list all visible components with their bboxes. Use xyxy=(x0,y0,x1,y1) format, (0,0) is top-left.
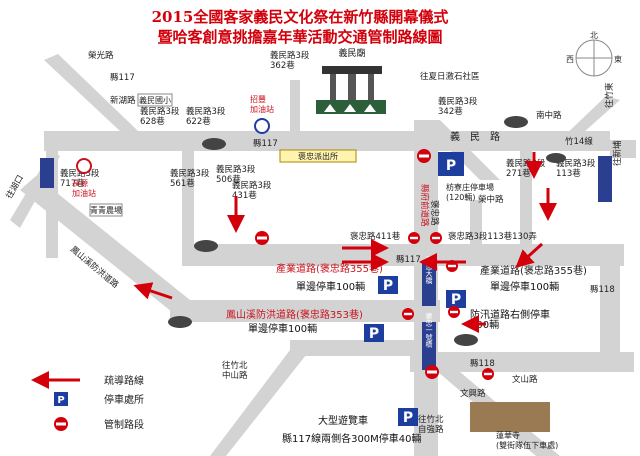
road-mid-stub xyxy=(470,200,482,246)
label-zhudong: 往竹東 xyxy=(604,82,615,108)
svg-text:P: P xyxy=(446,158,456,174)
parking-fengshan: 單邊停車100輛 xyxy=(248,322,317,335)
road-south-diag xyxy=(210,350,310,456)
bridge-baozhong-yihao xyxy=(422,322,436,370)
road-362 xyxy=(290,80,300,131)
bridge-baozhong-yihao-label: 褒忠一號橋 xyxy=(425,312,433,349)
label-zhu14: 竹14線 xyxy=(565,136,593,147)
label-rongguang: 榮光路 xyxy=(88,50,114,61)
place-changyuan: 長源加油站 xyxy=(72,179,96,198)
label-baozhong-vert: 褒忠路 xyxy=(429,200,440,226)
place-qingqing: 青青農場 xyxy=(90,205,122,215)
parking-chanye-e: 單邊停車100輛 xyxy=(490,280,559,293)
compass: 北 西 東 xyxy=(566,31,622,77)
road-nw-diag xyxy=(44,54,138,131)
road-east-stub xyxy=(610,140,636,158)
legend: 疏導路線 P 停車處所 管制路段 xyxy=(31,371,144,431)
temple-roof-icon xyxy=(470,402,550,432)
bridge-baozhong-da xyxy=(422,260,436,306)
place-police-station: 褒忠派出所 xyxy=(298,151,338,161)
title-line1: 2015全國客家義民文化祭在新竹縣開幕儀式 xyxy=(152,8,449,26)
label-xian118-e: 縣118 xyxy=(590,284,615,295)
legend-parking: 停車處所 xyxy=(104,393,144,406)
road-fengshan xyxy=(170,300,440,322)
temple-label: 義民廟 xyxy=(338,47,365,59)
road-diag-right1 xyxy=(420,120,500,180)
label-nanyang: 南中路 xyxy=(536,110,562,121)
parking-icons: P P P P P xyxy=(364,152,466,426)
label-zhongbei: 往竹北中山路 xyxy=(222,360,248,381)
zhaoxiang-icon xyxy=(254,118,270,134)
place-yimin-elem: 義民國小 xyxy=(139,95,171,105)
road-zhu14-diag xyxy=(560,96,620,140)
temple-gate: 義民廟 xyxy=(316,47,386,114)
label-wenxing: 文興路 xyxy=(460,388,486,399)
svg-text:P: P xyxy=(451,292,461,308)
legend-route: 疏導路線 xyxy=(104,374,144,387)
legend-parking-icon xyxy=(54,392,68,406)
svg-text:P: P xyxy=(383,278,393,294)
parking-bus-sub: 縣117線兩側各300M停車40輛 xyxy=(282,432,422,445)
river-box-right xyxy=(598,156,612,202)
label-wenshan: 文山路 xyxy=(512,374,538,385)
label-xinhu: 新湖路 xyxy=(110,95,136,106)
label-baozhong-411: 褒忠路411巷 xyxy=(350,231,401,242)
road-south-link xyxy=(290,340,420,356)
svg-text:P: P xyxy=(57,395,64,406)
road-431 xyxy=(182,151,194,246)
label-xian118-s: 縣118 xyxy=(470,358,495,369)
police-icons xyxy=(168,116,566,346)
label-chanye-e: 產業道路(褒忠路355巷) xyxy=(480,264,587,277)
svg-text:P: P xyxy=(403,410,413,426)
road-yimin-main xyxy=(44,131,610,151)
place-fangzheng-lot: 枋寮庄停車場(120輛) xyxy=(446,182,494,202)
label-xinpu: 往新埔 xyxy=(612,140,623,166)
label-zhonghua: 往竹北自強路 xyxy=(418,414,444,435)
svg-text:P: P xyxy=(369,326,379,342)
label-xian117-c: 縣117 xyxy=(396,254,421,265)
parking-chanye-w: 單邊停車100輛 xyxy=(296,280,365,293)
parking-bus-title: 大型遊覽車 xyxy=(318,414,368,427)
road-fengshan-diag xyxy=(20,176,190,312)
label-sanxing: 往夏日激石社區 xyxy=(420,71,480,82)
legend-control-icon xyxy=(54,417,68,431)
compass-west: 西 xyxy=(566,55,574,64)
road-chanye xyxy=(182,244,624,266)
river-box-left xyxy=(40,158,54,188)
label-xian117-nw: 縣117 xyxy=(110,72,135,83)
label-yimin-road: 義 民 路 xyxy=(450,130,500,143)
label-xian117-mid: 縣117 xyxy=(253,138,278,149)
label-rongzhong: 榮中路 xyxy=(478,194,504,205)
route-arrows xyxy=(133,152,557,333)
road-se-vert xyxy=(600,266,620,356)
places: 義民國小 長源加油站 招豐加油站 褒忠派出所 青青農場 枋寮庄停車場(120輛)… xyxy=(72,93,558,450)
label-baozhong-113-130: 褒忠路3段113巷130弄 xyxy=(448,231,537,242)
title-line2: 暨哈客創意挑擔嘉年華活動交通管制路線圖 xyxy=(157,28,442,46)
bridge-baozhong-da-label: 褒忠大橋 xyxy=(425,255,433,285)
compass-east: 東 xyxy=(614,54,622,64)
place-dapo: 蓮華寺(雙街隊伍下車處) xyxy=(496,430,558,450)
changyuan-icon xyxy=(76,158,92,174)
road-xian118 xyxy=(410,352,634,372)
label-fengshan-353: 鳳山溪防洪道路(褒忠路353巷) xyxy=(226,308,363,321)
compass-north: 北 xyxy=(590,31,598,40)
label-hukou: 往湖口 xyxy=(4,173,26,201)
label-river-road: 縣府前道路 xyxy=(419,184,430,227)
legend-control: 管制路段 xyxy=(104,418,144,431)
place-zhaoxiang: 招豐加油站 xyxy=(250,94,274,114)
label-chanye-w: 產業道路(褒忠路355巷) xyxy=(276,262,383,275)
